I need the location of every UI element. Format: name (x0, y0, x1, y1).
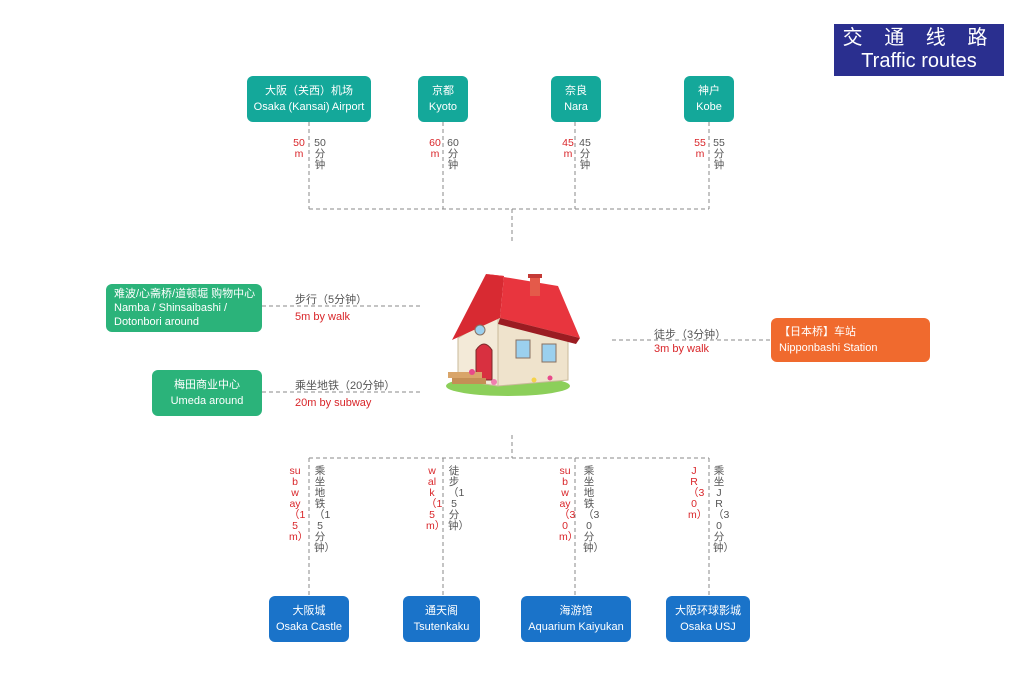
destination-namba-shinsaibashi[interactable]: 难波/心斋桥/道顿堀 购物中心 Namba / Shinsaibashi / D… (106, 284, 262, 332)
destination-kobe[interactable]: 神户 Kobe (684, 76, 734, 122)
destination-name-cn: 海游馆 (559, 605, 593, 617)
destination-name-en: Nipponbashi Station (779, 342, 878, 354)
time-label-cn: 乘坐地铁（30分钟） (583, 465, 604, 554)
destination-name-cn: 大阪（关西）机场 (265, 85, 353, 97)
destination-name-en: Osaka Castle (275, 621, 343, 633)
route-label-cn: 徒步（3分钟） (654, 329, 727, 341)
time-label-en: 45m (562, 137, 574, 160)
destination-nipponbashi-station[interactable]: 【日本桥】车站 Nipponbashi Station (771, 318, 930, 362)
time-label-en: subway（30m） (559, 465, 579, 543)
route-label-cn: 步行（5分钟） (295, 294, 368, 306)
destination-name-en: Nara (564, 101, 588, 113)
time-label-en: 50m (293, 137, 305, 160)
destination-tsutenkaku[interactable]: 通天阁 Tsutenkaku (403, 596, 480, 642)
destination-name-cn: 神户 (698, 85, 720, 97)
destination-osaka-usj[interactable]: 大阪环球影城 Osaka USJ (666, 596, 750, 642)
time-label-cn: 乘坐地铁（15分钟） (314, 465, 335, 554)
destination-name-cn: 梅田商业中心 (174, 379, 240, 391)
title-english: Traffic routes (861, 50, 977, 72)
destination-nara[interactable]: 奈良 Nara (551, 76, 601, 122)
title-chinese: 交 通 线 路 (842, 27, 996, 49)
destination-name-en: Osaka USJ (680, 621, 736, 633)
route-label-en: 3m by walk (654, 343, 710, 355)
destination-name-en: Tsutenkaku (413, 621, 470, 633)
destination-name-cn: 【日本桥】车站 (779, 326, 856, 338)
time-label-cn: 60分钟 (447, 137, 459, 171)
destination-umeda[interactable]: 梅田商业中心 Umeda around (152, 370, 262, 416)
destination-name-cn: 京都 (432, 85, 454, 97)
house-illustration (446, 274, 580, 396)
time-label-en: JR（30m） (688, 465, 708, 521)
time-label-en: 55m (694, 137, 706, 160)
destination-name-en: Aquarium Kaiyukan (528, 621, 624, 633)
destination-name-en: Osaka (Kansai) Airport (253, 101, 365, 113)
title-box: 交 通 线 路 Traffic routes (834, 24, 1004, 76)
destination-osaka-castle[interactable]: 大阪城 Osaka Castle (269, 596, 349, 642)
route-label-cn: 乘坐地铁（20分钟） (295, 380, 396, 392)
destination-kansai-airport[interactable]: 大阪（关西）机场 Osaka (Kansai) Airport (247, 76, 371, 122)
destination-name-en: Kyoto (428, 101, 458, 113)
time-label-cn: 45分钟 (579, 137, 591, 171)
time-label-en: subway（15m） (289, 465, 309, 543)
destination-name-en: Kobe (696, 101, 722, 113)
destination-name-cn: 大阪城 (292, 605, 326, 617)
route-label-en: 5m by walk (295, 311, 351, 323)
destination-name-en: Umeda around (170, 395, 244, 407)
time-label-en: walk（15m） (426, 465, 446, 532)
destination-name-cn: 大阪环球影城 (675, 605, 741, 617)
destination-name-cn: 通天阁 (425, 605, 458, 617)
destination-kyoto[interactable]: 京都 Kyoto (418, 76, 468, 122)
destination-aquarium-kaiyukan[interactable]: 海游馆 Aquarium Kaiyukan (521, 596, 631, 642)
destination-name-cn: 奈良 (565, 85, 587, 97)
time-label-cn: 55分钟 (713, 137, 725, 171)
destination-name-en: Namba / Shinsaibashi / Dotonbori around (114, 302, 228, 328)
time-label-cn: 50分钟 (314, 137, 326, 171)
time-label-cn: 乘坐JR（30分钟） (713, 465, 734, 554)
destination-name-cn: 难波/心斋桥/道顿堀 购物中心 (114, 288, 256, 300)
time-label-en: 60m (429, 137, 441, 160)
time-label-cn: 徒步（15分钟） (448, 465, 469, 532)
route-label-en: 20m by subway (295, 397, 372, 409)
